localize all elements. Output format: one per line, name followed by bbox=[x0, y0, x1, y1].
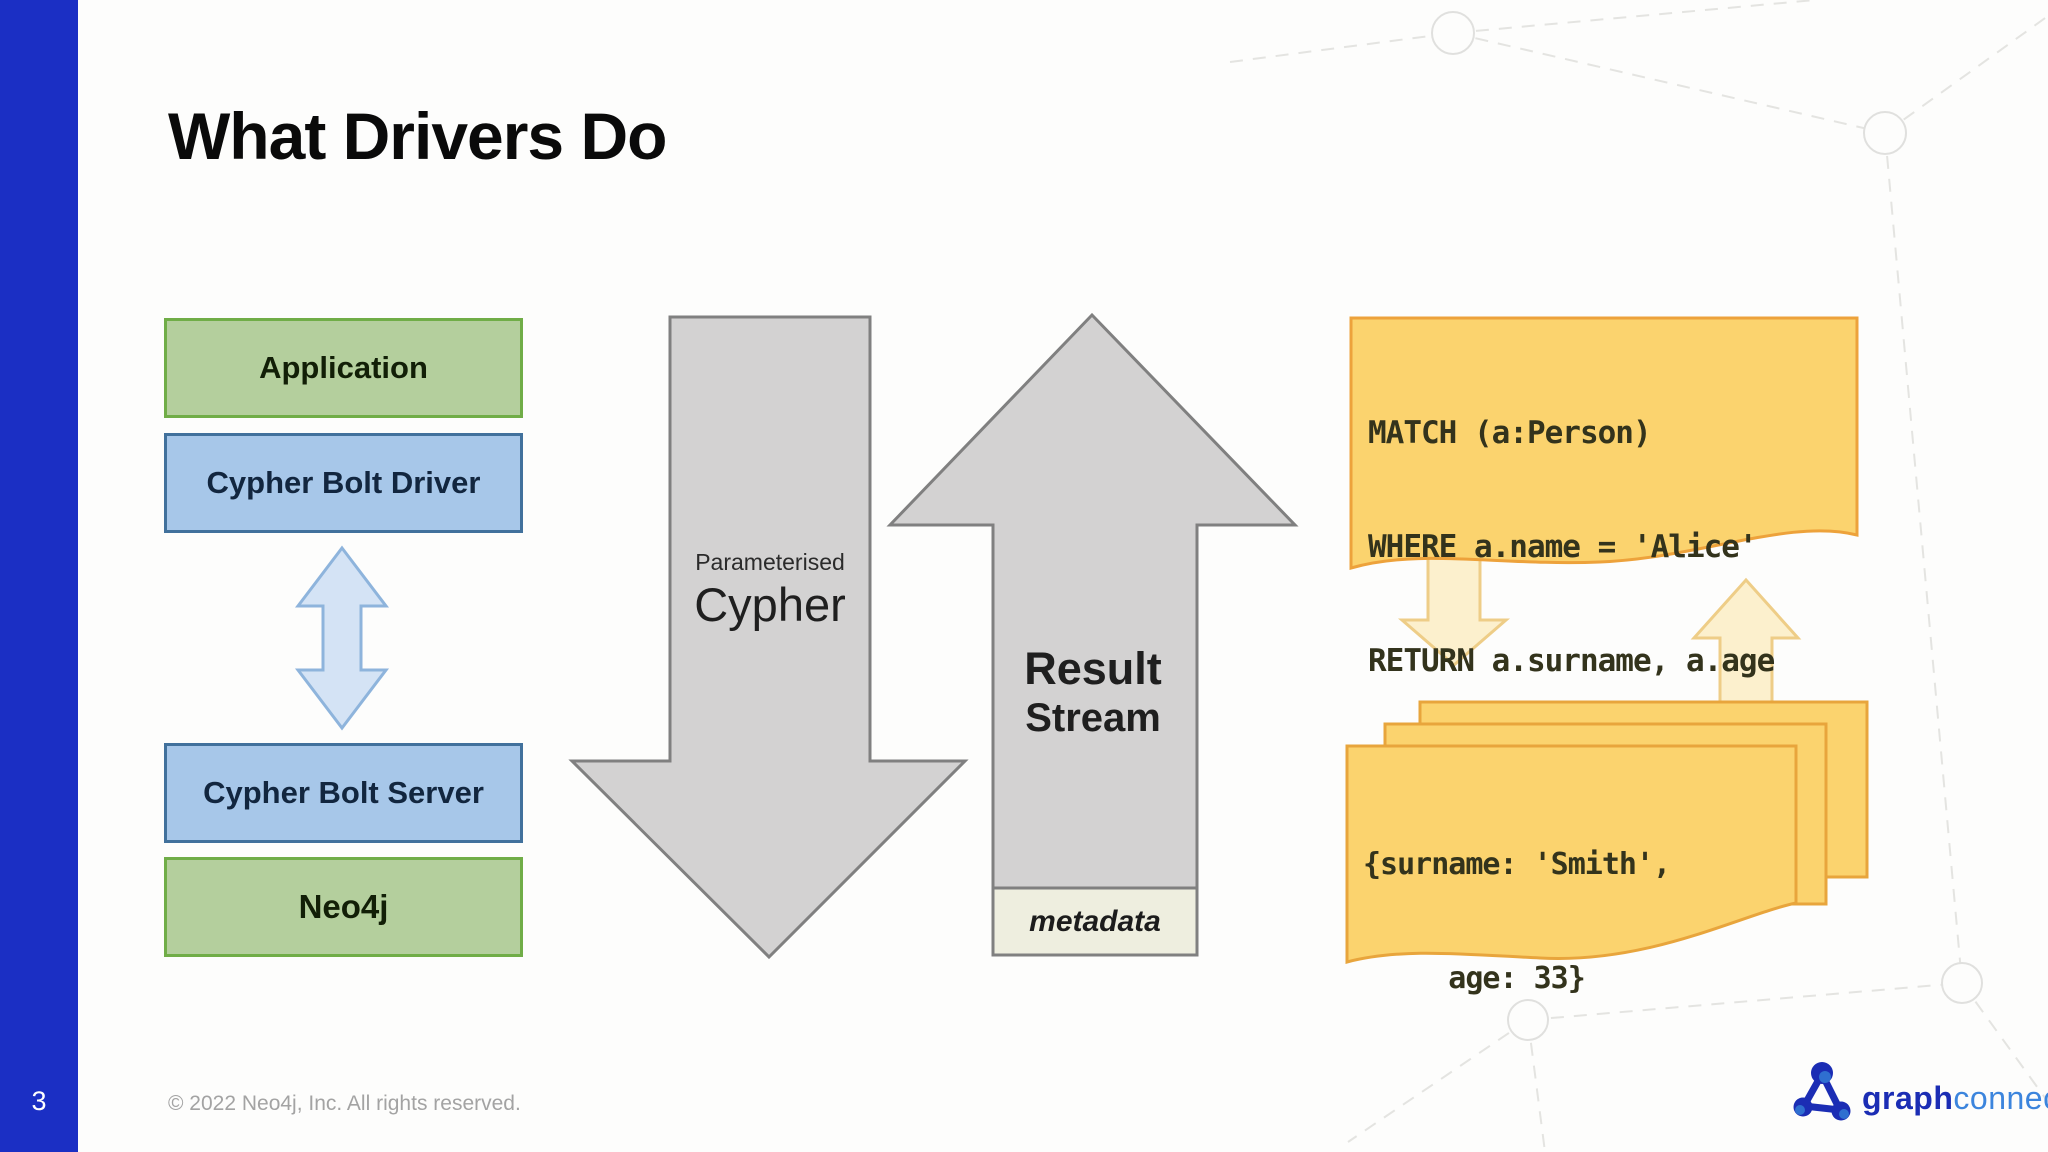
result-document-front bbox=[1345, 744, 1798, 964]
neo4j-label: Neo4j bbox=[298, 888, 389, 925]
parameterised-label: Parameterised bbox=[695, 549, 845, 575]
logo-word-graph: graph bbox=[1862, 1079, 1954, 1116]
page-title: What Drivers Do bbox=[168, 99, 667, 173]
response-up-arrow bbox=[886, 312, 1299, 890]
bidirectional-arrow bbox=[294, 545, 390, 731]
copyright-text: © 2022 Neo4j, Inc. All rights reserved. bbox=[168, 1092, 521, 1115]
cypher-label: Cypher bbox=[694, 578, 846, 631]
request-down-arrow bbox=[568, 315, 969, 960]
cypher-query-code: MATCH (a:Person) WHERE a.name = 'Alice' … bbox=[1368, 338, 1775, 756]
metadata-label: metadata bbox=[1029, 905, 1161, 938]
cypher-bolt-driver-box: Cypher Bolt Driver bbox=[164, 433, 523, 533]
result-record-code: {surname: 'Smith', age: 33} bbox=[1363, 770, 1671, 1074]
application-label: Application bbox=[259, 350, 428, 385]
query-line-1: MATCH (a:Person) bbox=[1368, 415, 1652, 451]
application-box: Application bbox=[164, 318, 523, 418]
result-line-1: {surname: 'Smith', bbox=[1363, 847, 1671, 882]
cypher-bolt-driver-label: Cypher Bolt Driver bbox=[206, 465, 481, 500]
result-label: Result bbox=[1024, 643, 1162, 694]
query-line-3: RETURN a.surname, a.age bbox=[1368, 643, 1775, 679]
cypher-bolt-server-box: Cypher Bolt Server bbox=[164, 743, 523, 843]
metadata-box bbox=[991, 886, 1199, 957]
query-document-shape bbox=[1349, 316, 1859, 570]
graph-triangle-icon bbox=[1793, 1062, 1851, 1121]
neo4j-box: Neo4j bbox=[164, 857, 523, 957]
stream-label: Stream bbox=[1025, 696, 1161, 740]
query-line-2: WHERE a.name = 'Alice' bbox=[1368, 529, 1758, 565]
result-line-2: age: 33} bbox=[1363, 961, 1586, 996]
page-number: 3 bbox=[31, 1086, 47, 1116]
query-down-arrow bbox=[1397, 548, 1511, 667]
logo-word-connect: connect bbox=[1953, 1079, 2048, 1116]
cypher-bolt-server-label: Cypher Bolt Server bbox=[203, 775, 484, 810]
sidebar-accent-bar bbox=[0, 0, 78, 1152]
logo-wordmark: graphconnect bbox=[1862, 1080, 2048, 1117]
graphconnect-logo: graphconnect bbox=[1792, 1060, 2048, 1122]
